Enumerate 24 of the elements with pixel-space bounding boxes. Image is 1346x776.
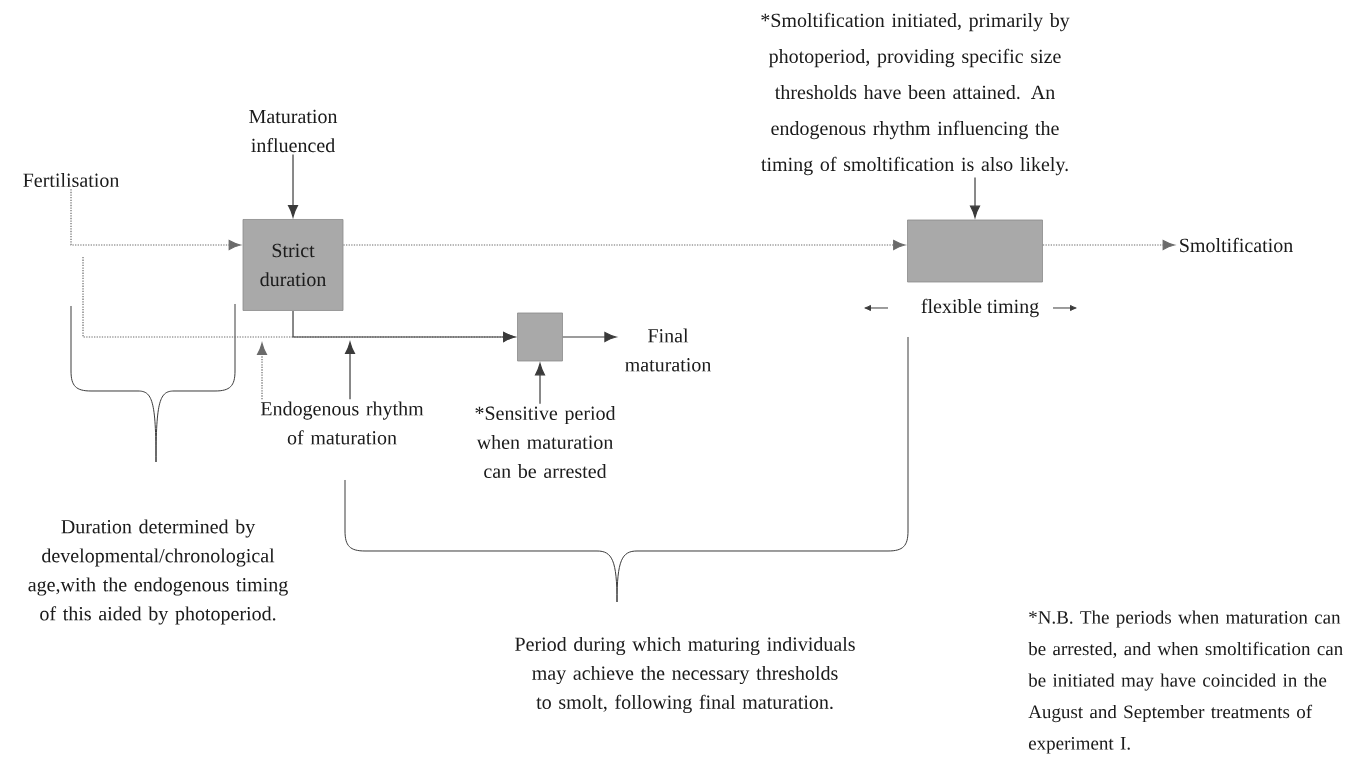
- brace-caption: Period during which maturing individuals may achieve the necessary thresholds to smolt, following final maturation.: [515, 636, 855, 714]
- arrow: [256, 342, 268, 400]
- arrow: [535, 363, 546, 405]
- arrow: [70, 188, 241, 251]
- arrow: [292, 310, 516, 343]
- arrow: [970, 176, 981, 218]
- annotation-text: *Sensitive period when maturation can be arrested: [475, 405, 616, 478]
- annotation-text: *Smoltification initiated, primarily by photoperiod, providing specific size thresholds have been attained. An endogenous rhythm influencing the timing of smoltification is also likely.: [761, 12, 1070, 176]
- arrow: [562, 331, 617, 343]
- arrow: [1042, 239, 1175, 251]
- arrow: [342, 239, 906, 251]
- label-text: flexible timing: [921, 298, 1039, 318]
- brace-caption: Duration determined by developmental/chronological age,with the endogenous timing of this aided by photoperiod.: [28, 519, 288, 625]
- note-text: *N.B. The periods when maturation can be arrested, and when smoltification can be initiated may have coincided in the August and September treatments of experiment I.: [1028, 610, 1343, 754]
- arrow: [287, 153, 299, 218]
- stage-label: Fertilisation: [23, 172, 120, 188]
- arrow: [344, 341, 356, 400]
- stage-box: Strict duration: [242, 219, 344, 311]
- annotation-text: Endogenous rhythm of maturation: [260, 401, 424, 445]
- stage-label: Final maturation: [625, 328, 712, 372]
- stage-box: [907, 219, 1043, 283]
- stage-box: [517, 312, 563, 362]
- stage-label: Smoltification: [1180, 237, 1293, 253]
- stage-label: Maturation influenced: [249, 109, 338, 153]
